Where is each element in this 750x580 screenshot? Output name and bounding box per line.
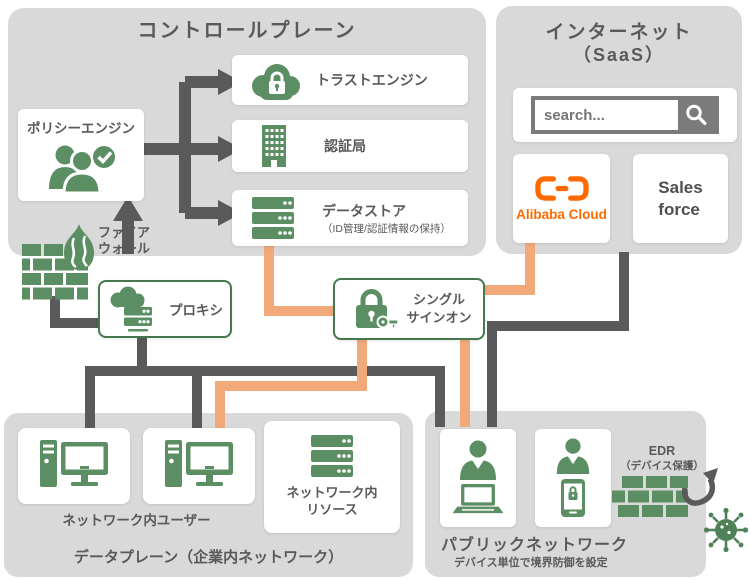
search-input[interactable] [535, 100, 678, 130]
server-icon [311, 435, 353, 478]
person-phone-box [535, 429, 611, 527]
people-check-icon [49, 145, 115, 193]
trust-engine-box: トラストエンジン [232, 55, 468, 105]
search-icon [686, 104, 707, 126]
deflect-arrow-icon [682, 468, 718, 506]
sso-box: シングル サインオン [333, 278, 485, 340]
salesforce-label: Sales force [658, 178, 703, 219]
alibaba-cloud-box: Alibaba Cloud [513, 154, 610, 243]
search-box [513, 88, 737, 142]
internet-title: インターネット [545, 22, 693, 43]
certificate-authority-label: 認証局 [324, 138, 366, 154]
sso-label: シングル サインオン [406, 292, 472, 325]
data-store-box: データストア （ID管理/認証情報の保持） [232, 190, 468, 246]
alibaba-cloud-label: Alibaba Cloud [516, 206, 607, 222]
person-icon [460, 440, 496, 480]
data-plane-title: データプレーン（企業内ネットワーク） [73, 549, 344, 566]
person-laptop-box [440, 429, 516, 527]
desktop-computer-icon [165, 440, 233, 487]
cloud-lock-icon [252, 64, 300, 100]
network-users-label: ネットワーク内ユーザー [62, 513, 211, 528]
public-network-title: パブリックネットワーク [441, 537, 629, 554]
server-icon [252, 197, 294, 239]
edr-label: EDR （デバイス保護） [620, 444, 704, 472]
search-bar [531, 96, 719, 134]
data-store-note: （ID管理/認証情報の保持） [322, 222, 451, 235]
pc-box-2 [143, 428, 255, 504]
laptop-icon [452, 484, 504, 514]
certificate-authority-box: 認証局 [232, 120, 468, 172]
proxy-box: プロキシ [98, 280, 232, 338]
control-plane-title: コントロールプレーン [137, 20, 357, 42]
person-icon [556, 438, 590, 474]
trust-engine-label: トラストエンジン [316, 72, 428, 88]
salesforce-box: Sales force [633, 154, 728, 243]
virus-icon [703, 507, 749, 553]
sso-lock-key-icon [356, 289, 399, 329]
search-button[interactable] [678, 100, 715, 130]
pc-box-1 [18, 428, 130, 504]
building-icon [262, 125, 286, 167]
policy-engine-label: ポリシーエンジン [27, 121, 135, 136]
proxy-label: プロキシ [169, 303, 223, 318]
network-resources-box: ネットワーク内 リソース [264, 421, 400, 533]
firewall-label: ファイア ウォール [98, 225, 151, 256]
policy-engine-box: ポリシーエンジン [18, 109, 144, 201]
public-network-subtitle: デバイス単位で境界防御を設定 [454, 557, 608, 569]
proxy-cloud-server-icon [110, 286, 152, 332]
flame-icon [64, 224, 94, 270]
alibaba-cloud-logo-icon [534, 175, 589, 201]
phone-lock-icon [561, 479, 585, 517]
internet-subtitle: （SaaS） [572, 45, 666, 65]
edr-wall-icon [612, 476, 688, 517]
network-resources-label: ネットワーク内 リソース [286, 485, 378, 517]
data-store-label: データストア [322, 202, 406, 219]
desktop-computer-icon [40, 440, 108, 487]
